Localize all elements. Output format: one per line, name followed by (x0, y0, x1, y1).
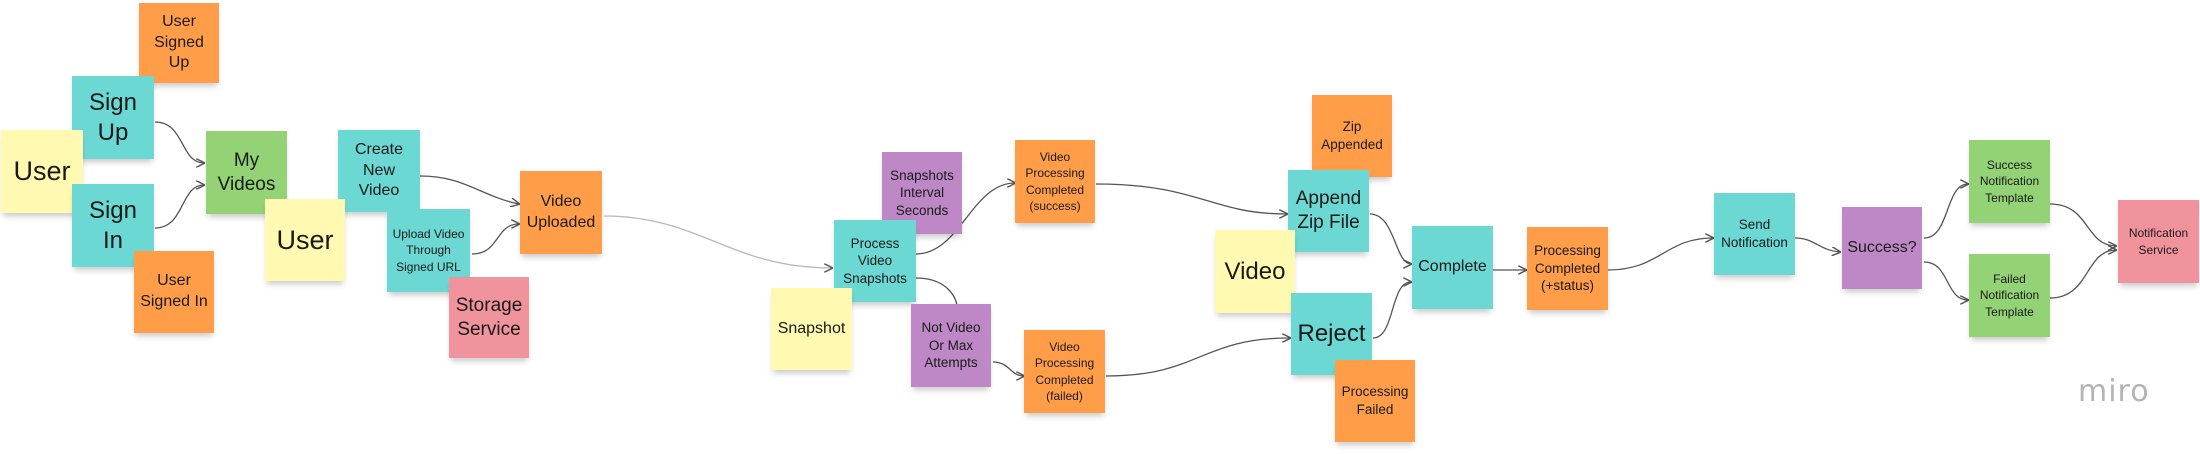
sticky-complete[interactable]: Complete (1412, 226, 1493, 309)
connector-signup-to-myvideos (154, 121, 204, 163)
sticky-zip-appended[interactable]: Zip Appended (1312, 95, 1392, 177)
sticky-video-processing-completed-success[interactable]: Video Processing Completed (success) (1015, 140, 1095, 223)
sticky-upload-video-signed-url[interactable]: Upload Video Through Signed URL (387, 209, 470, 292)
sticky-video-aggregate[interactable]: Video (1215, 230, 1295, 313)
sticky-success-decision[interactable]: Success? (1842, 207, 1922, 289)
sticky-success-notification-template[interactable]: Success Notification Template (1969, 140, 2050, 223)
sticky-user-actor[interactable]: User (1, 130, 83, 213)
sticky-not-video-or-max-attempts[interactable]: Not Video Or Max Attempts (911, 304, 991, 387)
connector-uploadvideo-to-videouploaded (471, 224, 519, 255)
sticky-user-actor-2[interactable]: User (265, 199, 345, 281)
sticky-processing-completed-status[interactable]: Processing Completed (+status) (1527, 227, 1608, 310)
connector-success-to-successtemplate (1923, 184, 1968, 239)
connector-successtemplate-to-notificationservice (2049, 203, 2116, 246)
connector-failedevent-to-reject (1105, 338, 1290, 377)
sticky-user-signed-in[interactable]: User Signed In (134, 251, 214, 333)
sticky-video-processing-completed-failed[interactable]: Video Processing Completed (failed) (1024, 330, 1105, 413)
sticky-sign-up[interactable]: Sign Up (72, 76, 154, 159)
connector-appendzip-to-complete (1369, 213, 1411, 264)
connector-sendnotification-to-success (1794, 237, 1840, 252)
sticky-video-uploaded[interactable]: Video Uploaded (520, 171, 602, 254)
sticky-user-signed-up[interactable]: User Signed Up (139, 3, 219, 83)
connector-process-to-notvideo (915, 277, 958, 306)
connector-signin-to-myvideos (154, 185, 204, 229)
connector-videouploaded-to-processsnapshots (603, 215, 832, 268)
connector-processingcompleted-to-sendnotification (1607, 238, 1713, 271)
sticky-notification-service[interactable]: Notification Service (2118, 200, 2199, 283)
sticky-failed-notification-template[interactable]: Failed Notification Template (1969, 254, 2050, 337)
connector-failedtemplate-to-notificationservice (2049, 250, 2116, 299)
connector-successevent-to-appendzip (1095, 183, 1287, 214)
sticky-create-new-video[interactable]: Create New Video (338, 130, 420, 212)
sticky-processing-failed[interactable]: Processing Failed (1335, 360, 1415, 442)
sticky-append-zip-file[interactable]: Append Zip File (1288, 170, 1369, 252)
connector-success-to-failedtemplate (1923, 261, 1968, 300)
connector-createvideo-to-videouploaded (419, 175, 519, 204)
miro-logo: miro (2078, 374, 2150, 409)
sticky-snapshot[interactable]: Snapshot (771, 288, 852, 370)
sticky-snapshots-interval-seconds[interactable]: Snapshots Interval Seconds (882, 152, 962, 234)
sticky-process-video-snapshots[interactable]: Process Video Snapshots (834, 220, 916, 302)
connector-notvideo-to-failedevent (992, 361, 1024, 376)
sticky-storage-service[interactable]: Storage Service (449, 277, 529, 358)
connector-reject-to-complete (1372, 282, 1411, 339)
sticky-send-notification[interactable]: Send Notification (1714, 193, 1795, 275)
